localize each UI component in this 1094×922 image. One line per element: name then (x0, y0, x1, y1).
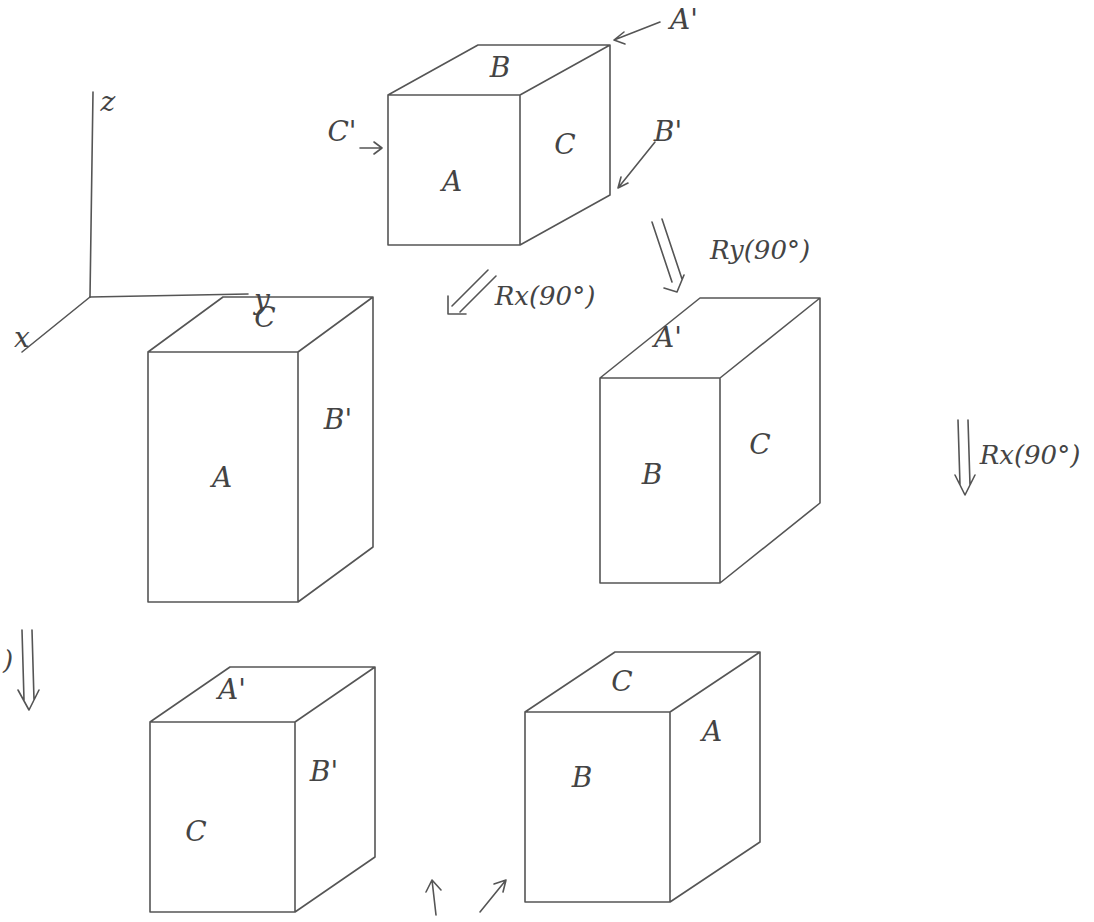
cube-outline (600, 298, 820, 583)
cube-outline (148, 297, 373, 602)
rotation-label: Ry(90°) (710, 237, 810, 263)
leader-arrow (614, 22, 660, 44)
face-label: A' (654, 324, 682, 352)
face-label: A' (670, 6, 698, 34)
rotation-arrow (18, 630, 39, 710)
face-label: C (554, 131, 575, 159)
rotation-label: Rx(90°) (495, 283, 596, 309)
rotation-arrow (426, 880, 441, 915)
z-axis (90, 92, 93, 297)
rotation-arrow (480, 880, 506, 912)
axis-label: z (101, 88, 116, 116)
x-axis (22, 297, 90, 352)
cube-outline (150, 667, 375, 912)
rotation-label: ) (3, 647, 13, 673)
face-label: B (490, 54, 511, 82)
face-label: A (212, 464, 232, 492)
rotation-arrow (448, 270, 496, 314)
cube-outline (525, 652, 760, 902)
leader-arrow (360, 142, 382, 154)
face-label: C (254, 304, 275, 332)
leader-arrow (618, 142, 655, 188)
face-label: A (702, 718, 722, 746)
face-label: C (185, 818, 206, 846)
axis-label: x (14, 324, 30, 352)
rotation-arrow (652, 219, 684, 292)
face-label: B' (310, 758, 338, 786)
face-label: B' (654, 118, 682, 146)
rotation-arrow (955, 420, 975, 495)
face-label: B' (324, 406, 352, 434)
face-label: C (611, 668, 632, 696)
face-label: A (442, 168, 462, 196)
face-label: B (572, 764, 593, 792)
face-label: A' (218, 676, 246, 704)
cube-outline (388, 45, 610, 245)
face-label: C' (327, 118, 356, 146)
face-label: C (749, 431, 770, 459)
rotation-label: Rx(90°) (980, 442, 1081, 468)
face-label: B (642, 461, 663, 489)
